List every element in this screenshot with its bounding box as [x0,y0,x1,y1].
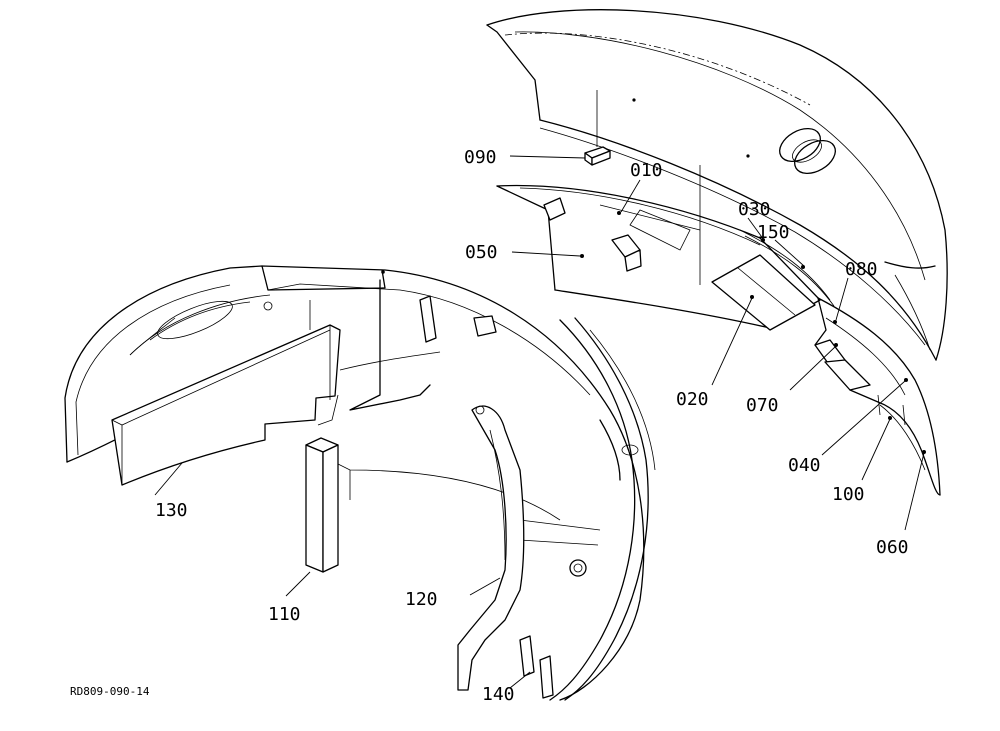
callout-150: 150 [757,222,790,243]
strip-120 [457,405,525,691]
callout-060: 060 [876,537,909,558]
callout-040: 040 [788,455,821,476]
callout-140: 140 [482,684,515,705]
callout-080: 080 [845,259,878,280]
insulation-part-010 [599,165,701,285]
callout-120: 120 [405,589,438,610]
top-cover-panel [486,9,948,361]
callout-010: 010 [630,160,663,181]
rear-cover-right-edge [519,317,656,701]
rear-cover-body [64,265,645,701]
callout-100: 100 [832,484,865,505]
post-110 [305,437,339,573]
leader-lines [154,155,925,689]
callout-090: 090 [464,147,497,168]
strip-030-150 [739,229,835,307]
foam-block-130 [111,324,341,486]
callout-030: 030 [738,199,771,220]
pad-090 [584,90,611,166]
callout-110: 110 [268,604,301,625]
inner-wall [319,454,561,521]
pad-140 [519,635,554,699]
callout-labels: 090 010 050 030 150 080 020 070 040 100 … [155,147,909,705]
callout-070: 070 [746,395,779,416]
insulation-part-020 [711,254,816,331]
callout-020: 020 [676,389,709,410]
drawing-id: RD809-090-14 [70,685,150,698]
callout-130: 130 [155,500,188,521]
callout-050: 050 [465,242,498,263]
